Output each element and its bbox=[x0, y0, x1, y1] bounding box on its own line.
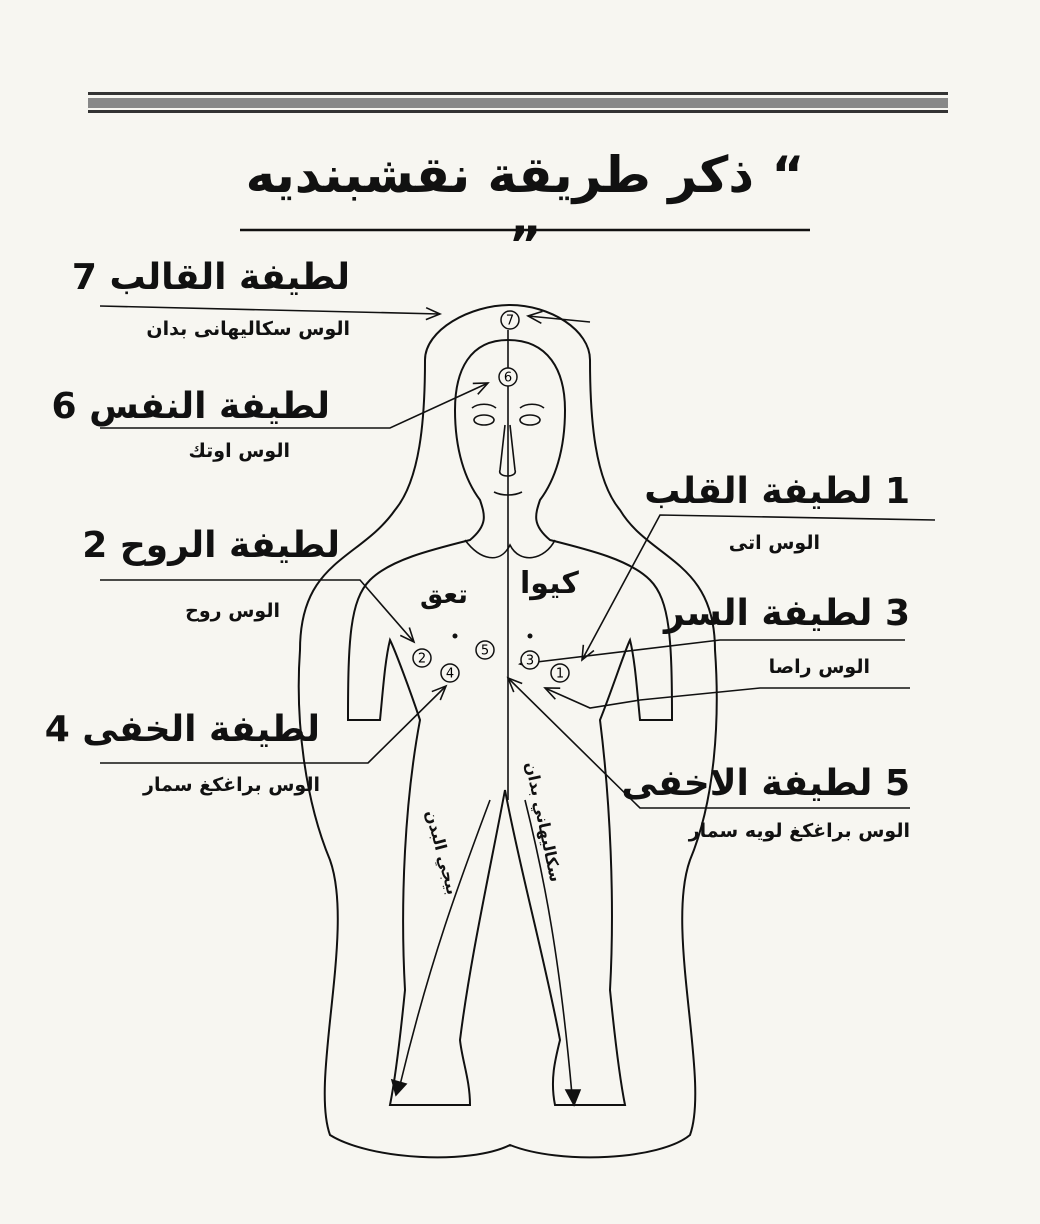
latifa-3-node-number: 3 bbox=[526, 654, 534, 669]
latifa-1-node-number: 1 bbox=[556, 667, 564, 682]
latifa-1-label: 1 لطيفة القلب bbox=[680, 470, 910, 514]
chest-word-right: كيوا bbox=[520, 566, 579, 601]
latifa-4-subtitle: الوس براغكغ سمار bbox=[120, 772, 320, 798]
latifa-5-label: 5 لطيفة الاخفى bbox=[680, 762, 910, 806]
latifa-1-subtitle: الوس اتى bbox=[720, 530, 820, 556]
latifa-7-node-number: 7 bbox=[506, 314, 514, 329]
latifa-2-subtitle: الوس روح bbox=[160, 598, 280, 624]
latifa-2-label: لطيفة الروح 2 bbox=[100, 524, 340, 568]
latifa-2-node-number: 2 bbox=[418, 652, 426, 667]
latifa-4-label: لطيفة الخفى 4 bbox=[80, 708, 320, 752]
center-dot bbox=[453, 634, 458, 639]
latifa-5-subtitle: الوس براغكغ لويه سمار bbox=[650, 818, 910, 844]
leader-3-lower bbox=[545, 688, 910, 708]
leader-1-arrowhead bbox=[582, 645, 594, 660]
collar-line bbox=[465, 540, 555, 558]
latifa-3-label: 3 لطيفة السر bbox=[690, 592, 910, 636]
latifa-7-label: لطيفة القالب 7 bbox=[110, 256, 350, 300]
center-dot bbox=[528, 634, 533, 639]
body-outline bbox=[348, 340, 672, 1105]
latifa-6-label: لطيفة النفس 6 bbox=[100, 385, 330, 429]
latifa-4-node-number: 4 bbox=[446, 667, 454, 682]
leader-7-left bbox=[100, 306, 440, 314]
top-rule bbox=[88, 92, 948, 113]
latifa-3-subtitle: الوس راصا bbox=[750, 654, 870, 680]
latifa-6-node-number: 6 bbox=[504, 371, 512, 386]
chest-word-left: تعق bbox=[420, 580, 468, 610]
latifa-nodes: 1 2 3 4 5 6 7 bbox=[413, 311, 569, 682]
latifa-5-node-number: 5 bbox=[481, 644, 489, 659]
latifa-7-subtitle: الوس سكاليهانى بدان bbox=[120, 316, 350, 342]
latifa-6-subtitle: الوس اوتك bbox=[170, 438, 290, 464]
